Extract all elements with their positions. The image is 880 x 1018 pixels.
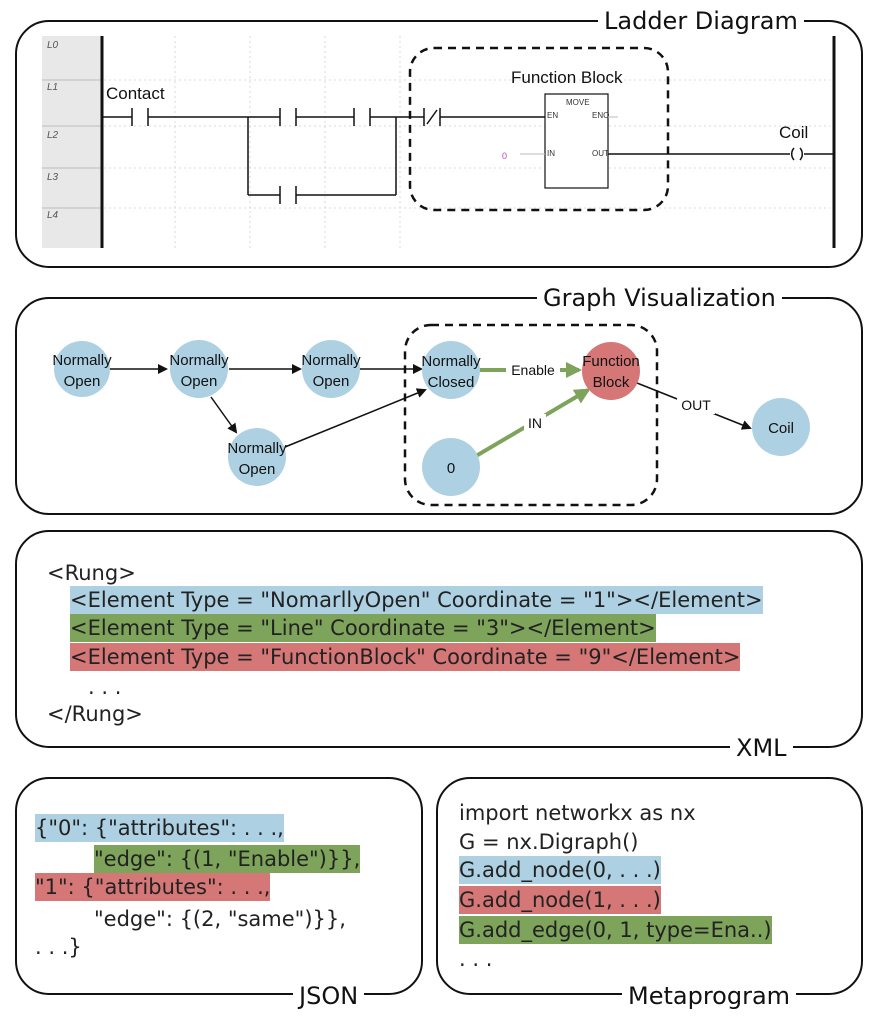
ladder-diagram-title: Ladder Diagram	[598, 8, 804, 34]
fb-input-value: 0	[502, 151, 507, 161]
contact-2	[279, 108, 297, 126]
graph-diagram: Enable IN OUT Normally Open Normally Ope…	[52, 323, 810, 507]
svg-text:Normally: Normally	[421, 353, 481, 370]
graph-node-n6: Function Block	[582, 342, 640, 400]
graph-node-n7: 0	[422, 438, 480, 496]
graph-highlight-box	[403, 323, 659, 507]
json-panel	[15, 777, 423, 995]
xml-line-2: <Element Type = "Line" Coordinate = "3">…	[70, 614, 656, 642]
graph-node-n3: Normally Open	[301, 340, 361, 398]
rail-label-3: L3	[47, 172, 59, 183]
graph-node-n2: Normally Open	[169, 340, 229, 398]
svg-text:Block: Block	[593, 374, 630, 391]
json-line-3: "edge": {(2, "same")}},	[94, 907, 346, 931]
graph-node-n5: Normally Closed	[421, 341, 481, 399]
contact-3	[353, 108, 371, 126]
xml-line-0: <Rung>	[47, 561, 136, 585]
edge-label-enable: Enable	[511, 362, 555, 378]
json-title: JSON	[293, 983, 365, 1009]
json-line-2: "1": {"attributes": . . .,	[35, 873, 271, 901]
xml-line-4: . . .	[88, 675, 122, 699]
svg-text:Open: Open	[181, 373, 218, 390]
rail-label-0: L0	[47, 40, 59, 51]
function-block-highlight	[408, 46, 670, 212]
xml-line-1: <Element Type = "NomarllyOpen" Coordinat…	[70, 586, 763, 614]
metaprogram-title: Metaprogram	[622, 983, 797, 1009]
rail-label-2: L2	[47, 130, 59, 141]
rail-label-4: L4	[47, 210, 59, 221]
svg-text:Normally: Normally	[169, 352, 229, 369]
xml-title: XML	[730, 735, 793, 761]
meta-line-0: import networkx as nx	[459, 801, 696, 825]
svg-text:Normally: Normally	[52, 352, 112, 369]
edge-label-in: IN	[528, 415, 542, 431]
meta-line-5: . . .	[459, 947, 493, 971]
meta-line-2: G.add_node(0, . . .)	[459, 856, 661, 884]
svg-text:0: 0	[447, 460, 455, 477]
contact-branch	[279, 186, 297, 204]
fb-name: MOVE	[566, 98, 590, 107]
rail-area	[42, 36, 102, 248]
svg-text:Closed: Closed	[428, 374, 475, 391]
graph-node-n8: Coil	[752, 398, 810, 456]
coil-icon	[790, 147, 804, 161]
graph-node-n1: Normally Open	[52, 341, 112, 397]
json-line-4: . . .}	[35, 935, 82, 959]
meta-line-3: G.add_node(1, . . .)	[459, 886, 661, 914]
svg-text:Normally: Normally	[301, 352, 361, 369]
xml-panel	[15, 530, 863, 748]
fb-in: IN	[547, 149, 555, 158]
edge-label-out: OUT	[681, 397, 711, 413]
xml-line-3: <Element Type = "FunctionBlock" Coordina…	[70, 643, 741, 671]
graph-panel	[15, 297, 863, 515]
contact-label: Contact	[106, 84, 165, 103]
svg-text:Open: Open	[64, 373, 101, 390]
fb-eno: ENO	[592, 111, 609, 120]
meta-line-4: G.add_edge(0, 1, type=Ena..)	[459, 916, 772, 944]
edge-n2-n4	[210, 396, 238, 434]
contact-1	[131, 108, 149, 126]
svg-text:Open: Open	[313, 373, 350, 390]
ladder-diagram: L0 L1 L2 L3 L4	[42, 36, 836, 248]
svg-text:Open: Open	[239, 461, 276, 478]
function-block-label: Function Block	[511, 68, 623, 87]
move-block	[544, 93, 609, 189]
rail-label-1: L1	[47, 82, 58, 93]
contact-normally-closed	[423, 108, 441, 126]
svg-text:Normally: Normally	[227, 440, 287, 457]
json-line-1: "edge": {(1, "Enable")}},	[94, 845, 361, 873]
ladder-diagram-panel	[15, 20, 863, 268]
graph-node-n4: Normally Open	[227, 428, 287, 486]
fb-out: OUT	[592, 149, 609, 158]
fb-en: EN	[547, 111, 558, 120]
svg-text:Coil: Coil	[768, 420, 794, 437]
coil-label: Coil	[779, 123, 808, 142]
json-line-0: {"0": {"attributes": . . .,	[35, 814, 284, 842]
meta-line-1: G = nx.Digraph()	[459, 830, 639, 854]
xml-line-5: </Rung>	[47, 702, 143, 726]
svg-text:Function: Function	[582, 353, 640, 370]
graph-title: Graph Visualization	[537, 285, 782, 311]
edge-n4-n5	[284, 388, 427, 448]
